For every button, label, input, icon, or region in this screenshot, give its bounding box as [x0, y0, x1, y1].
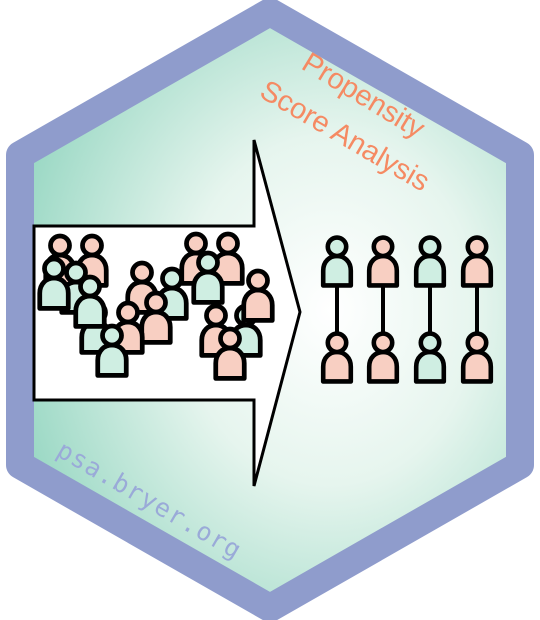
person-icon	[460, 235, 494, 288]
person-icon	[413, 331, 447, 384]
person-icon	[366, 235, 400, 288]
person-icon	[413, 235, 447, 288]
person-icon	[139, 290, 173, 345]
person-icon	[320, 331, 354, 384]
person-icon	[191, 250, 225, 305]
person-icon	[73, 274, 107, 329]
unmatched-crowd	[37, 231, 275, 381]
matched-pairs	[320, 235, 494, 384]
person-icon	[460, 331, 494, 384]
person-icon	[241, 268, 275, 323]
person-icon	[320, 235, 354, 288]
person-icon	[366, 331, 400, 384]
person-icon	[213, 326, 247, 381]
person-icon	[95, 323, 129, 378]
person-icon	[37, 256, 71, 311]
